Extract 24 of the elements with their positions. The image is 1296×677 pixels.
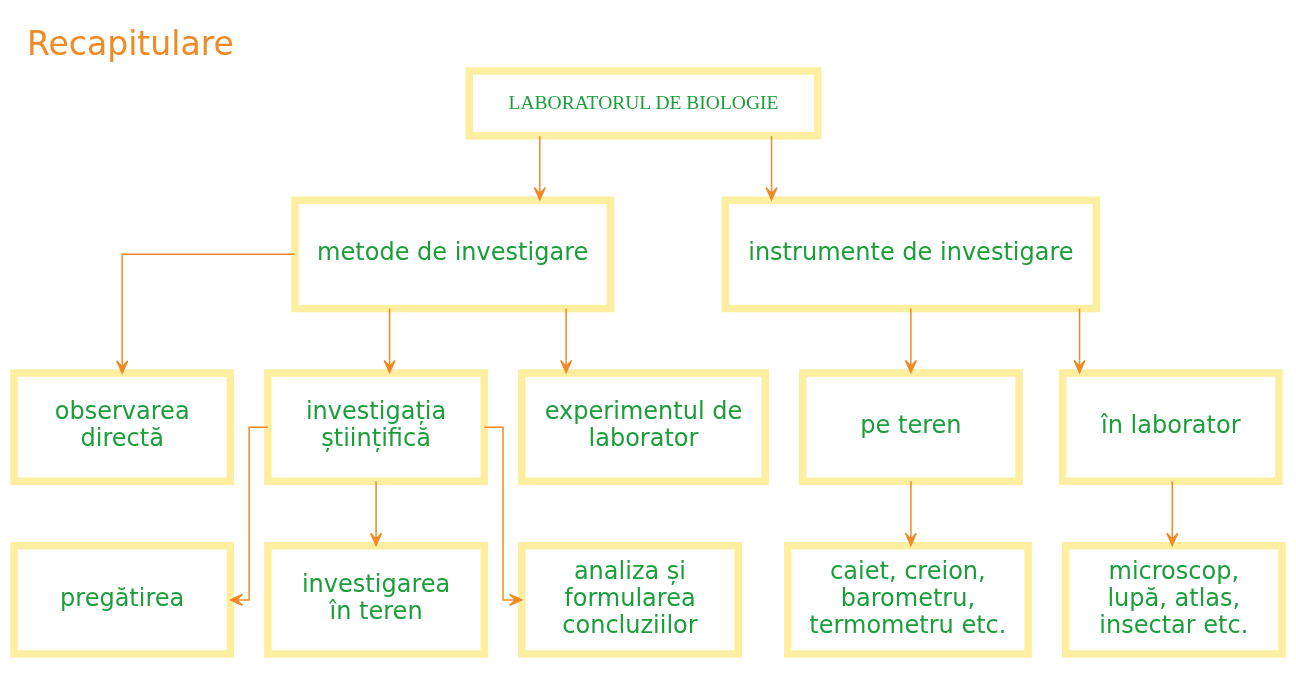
arrow [904,480,918,547]
node-box: LABORATORUL DE BIOLOGIE [465,67,822,140]
node-box: în laborator [1058,369,1283,485]
node-box: investigarea în teren [264,542,488,658]
arrow [383,307,396,374]
arrow [1073,307,1086,374]
node-box: pe teren [799,369,1023,485]
arrow [1166,480,1179,547]
node-box: caiet, creion, barometru, termometru etc. [783,542,1032,658]
node-box: pregătirea [10,542,235,658]
node-box: metode de investigare [291,196,615,313]
arrow [116,253,296,374]
arrow [904,307,918,374]
arrow [559,307,573,374]
node-box: observarea directă [10,369,235,485]
node-box: microscop, lupă, atlas, insectar etc. [1061,542,1286,658]
node-box: instrumente de investigare [721,196,1101,313]
node-box: investigația științifică [264,369,488,485]
arrow [765,135,778,201]
node-box: experimentul de laborator [518,369,769,485]
node-box: analiza și formularea concluziilor [518,542,742,658]
arrow [533,135,546,201]
arrow [369,480,383,547]
diagram-title: Recapitulare [26,24,234,64]
